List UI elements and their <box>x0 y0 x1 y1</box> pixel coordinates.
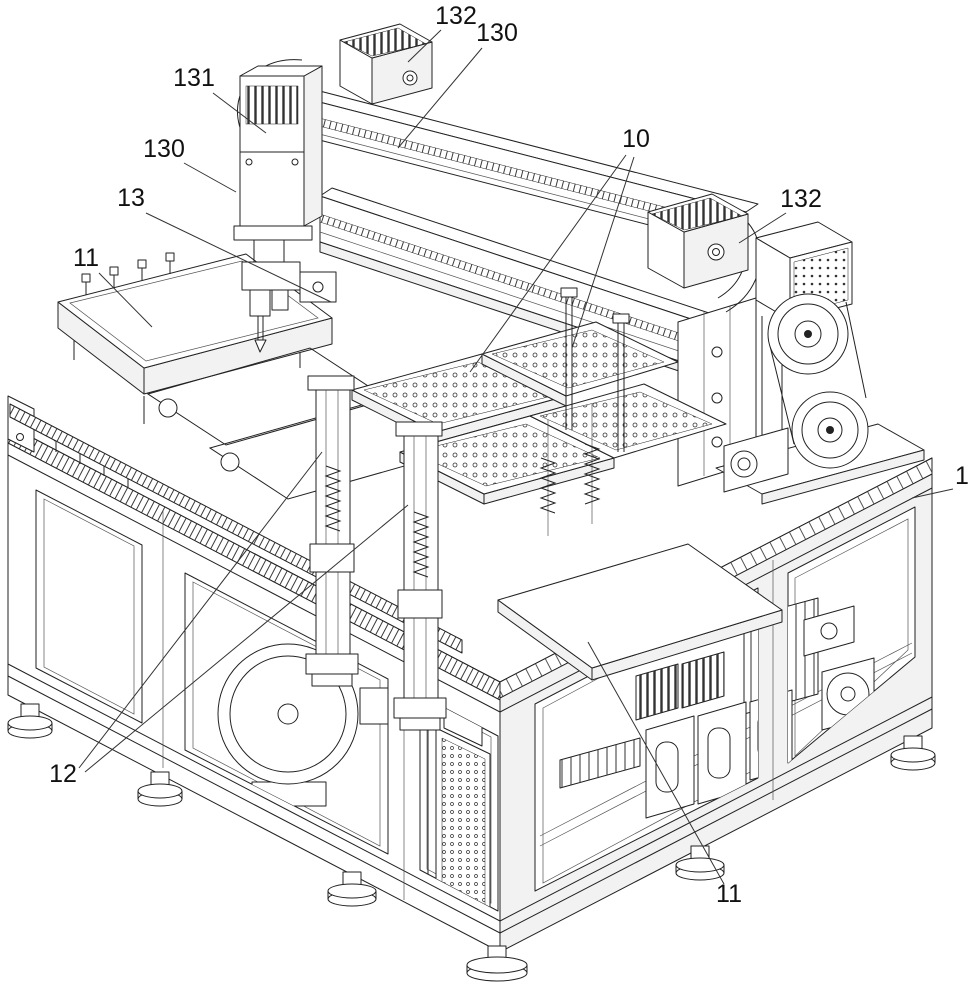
leader-line-12 <box>84 504 409 773</box>
leveling-foot <box>466 945 528 982</box>
front-flat-plate <box>497 543 783 681</box>
z-axis-tower <box>233 65 323 262</box>
leveling-foot <box>7 703 53 739</box>
motor-vents <box>651 197 743 231</box>
leader-line-130-top <box>397 47 483 149</box>
ref-label-132-right: 132 <box>780 185 822 213</box>
leveling-foot <box>675 845 725 881</box>
nozzle-tip <box>254 339 267 353</box>
leveling-foot <box>137 771 183 807</box>
ref-label-12: 12 <box>49 760 77 788</box>
leveling-foot <box>890 735 936 771</box>
leader-line-10 <box>469 154 627 373</box>
vertical-slide-units <box>305 375 447 731</box>
ref-label-130-left: 130 <box>143 135 185 163</box>
tool-head <box>241 261 337 353</box>
ref-label-11-left: 11 <box>73 244 99 272</box>
leader-line-1 <box>911 488 954 499</box>
leader-line-131 <box>212 92 267 134</box>
spring <box>539 457 557 514</box>
ref-label-10: 10 <box>622 125 650 153</box>
perforated-trays <box>351 287 727 536</box>
leader-line-11-left <box>98 272 153 328</box>
spring <box>412 511 430 578</box>
leveling-feet <box>7 703 936 982</box>
leader-lines <box>78 29 954 885</box>
front-perforated-column <box>427 700 491 911</box>
leader-line-10 <box>571 156 635 349</box>
belt <box>845 301 867 399</box>
leader-line-11-bottom <box>587 641 725 885</box>
ref-label-11-bottom: 11 <box>716 880 742 908</box>
leader-line-132-top <box>407 29 442 63</box>
spring <box>583 443 601 505</box>
blower-motor <box>359 687 388 725</box>
power-supply <box>803 605 855 657</box>
ref-label-131: 131 <box>173 64 215 92</box>
right-drive-assembly <box>715 221 925 505</box>
gantry-upper-beam <box>295 87 759 251</box>
gantry-motor-left <box>339 23 433 105</box>
driver-box <box>645 715 695 819</box>
slide-unit <box>393 421 447 731</box>
tower-vents <box>245 85 299 125</box>
ref-label-1: 1 <box>955 462 969 490</box>
slide-unit <box>305 375 359 687</box>
ref-label-132-top: 132 <box>435 2 477 30</box>
leader-line-13 <box>145 212 332 303</box>
spring <box>324 465 342 532</box>
leveling-foot <box>327 871 377 907</box>
ref-label-13: 13 <box>117 184 145 212</box>
leader-line-132-right <box>738 212 787 244</box>
leader-line-130-left <box>183 162 237 193</box>
ref-label-130-top: 130 <box>476 19 518 47</box>
leader-line-12 <box>78 451 323 769</box>
belt <box>769 345 795 445</box>
gantry-motor-right <box>647 193 749 289</box>
head-bracket <box>299 271 337 303</box>
